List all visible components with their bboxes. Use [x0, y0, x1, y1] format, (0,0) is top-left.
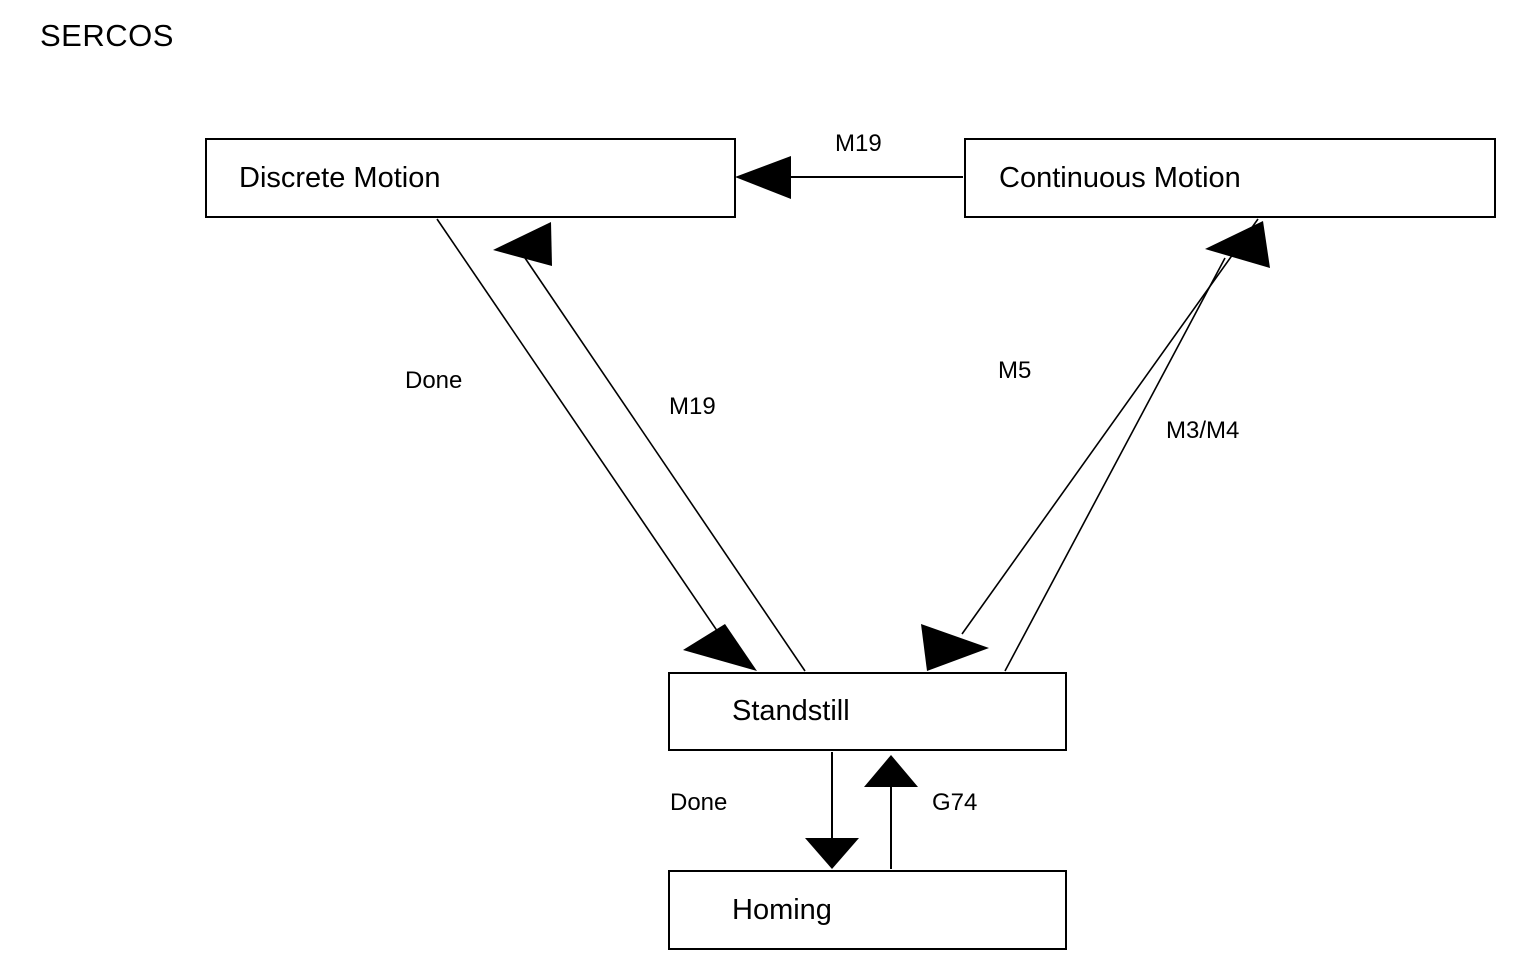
edge-label-standstill-to-homing: Done — [670, 789, 728, 816]
page-title: SERCOS — [40, 18, 174, 53]
edge-homing-to-standstill — [864, 755, 918, 869]
edge-label-standstill-to-continuous: M3/M4 — [1166, 417, 1240, 444]
edge-standstill-to-discrete — [493, 222, 806, 672]
node-discrete-motion[interactable]: Discrete Motion — [205, 138, 736, 218]
edge-label-homing-to-standstill: G74 — [932, 789, 978, 816]
edge-label-standstill-to-discrete: M19 — [669, 393, 716, 420]
node-label-discrete-motion: Discrete Motion — [239, 161, 441, 194]
node-label-standstill: Standstill — [732, 695, 850, 727]
node-homing[interactable]: Homing — [668, 870, 1067, 950]
edge-label-discrete-to-standstill: Done — [405, 367, 463, 394]
node-label-homing: Homing — [732, 893, 832, 926]
node-standstill[interactable]: Standstill — [668, 672, 1067, 751]
edge-continuous-to-discrete — [735, 156, 963, 199]
edge-label-continuous-to-standstill: M5 — [998, 357, 1032, 384]
edge-discrete-to-standstill — [436, 218, 757, 671]
node-continuous-motion[interactable]: Continuous Motion — [964, 138, 1496, 218]
edge-label-continuous-to-discrete: M19 — [835, 130, 882, 157]
edge-standstill-to-homing — [805, 752, 859, 869]
edge-standstill-to-continuous — [1004, 221, 1270, 672]
edge-continuous-to-standstill — [921, 218, 1259, 671]
node-label-continuous-motion: Continuous Motion — [999, 161, 1241, 194]
